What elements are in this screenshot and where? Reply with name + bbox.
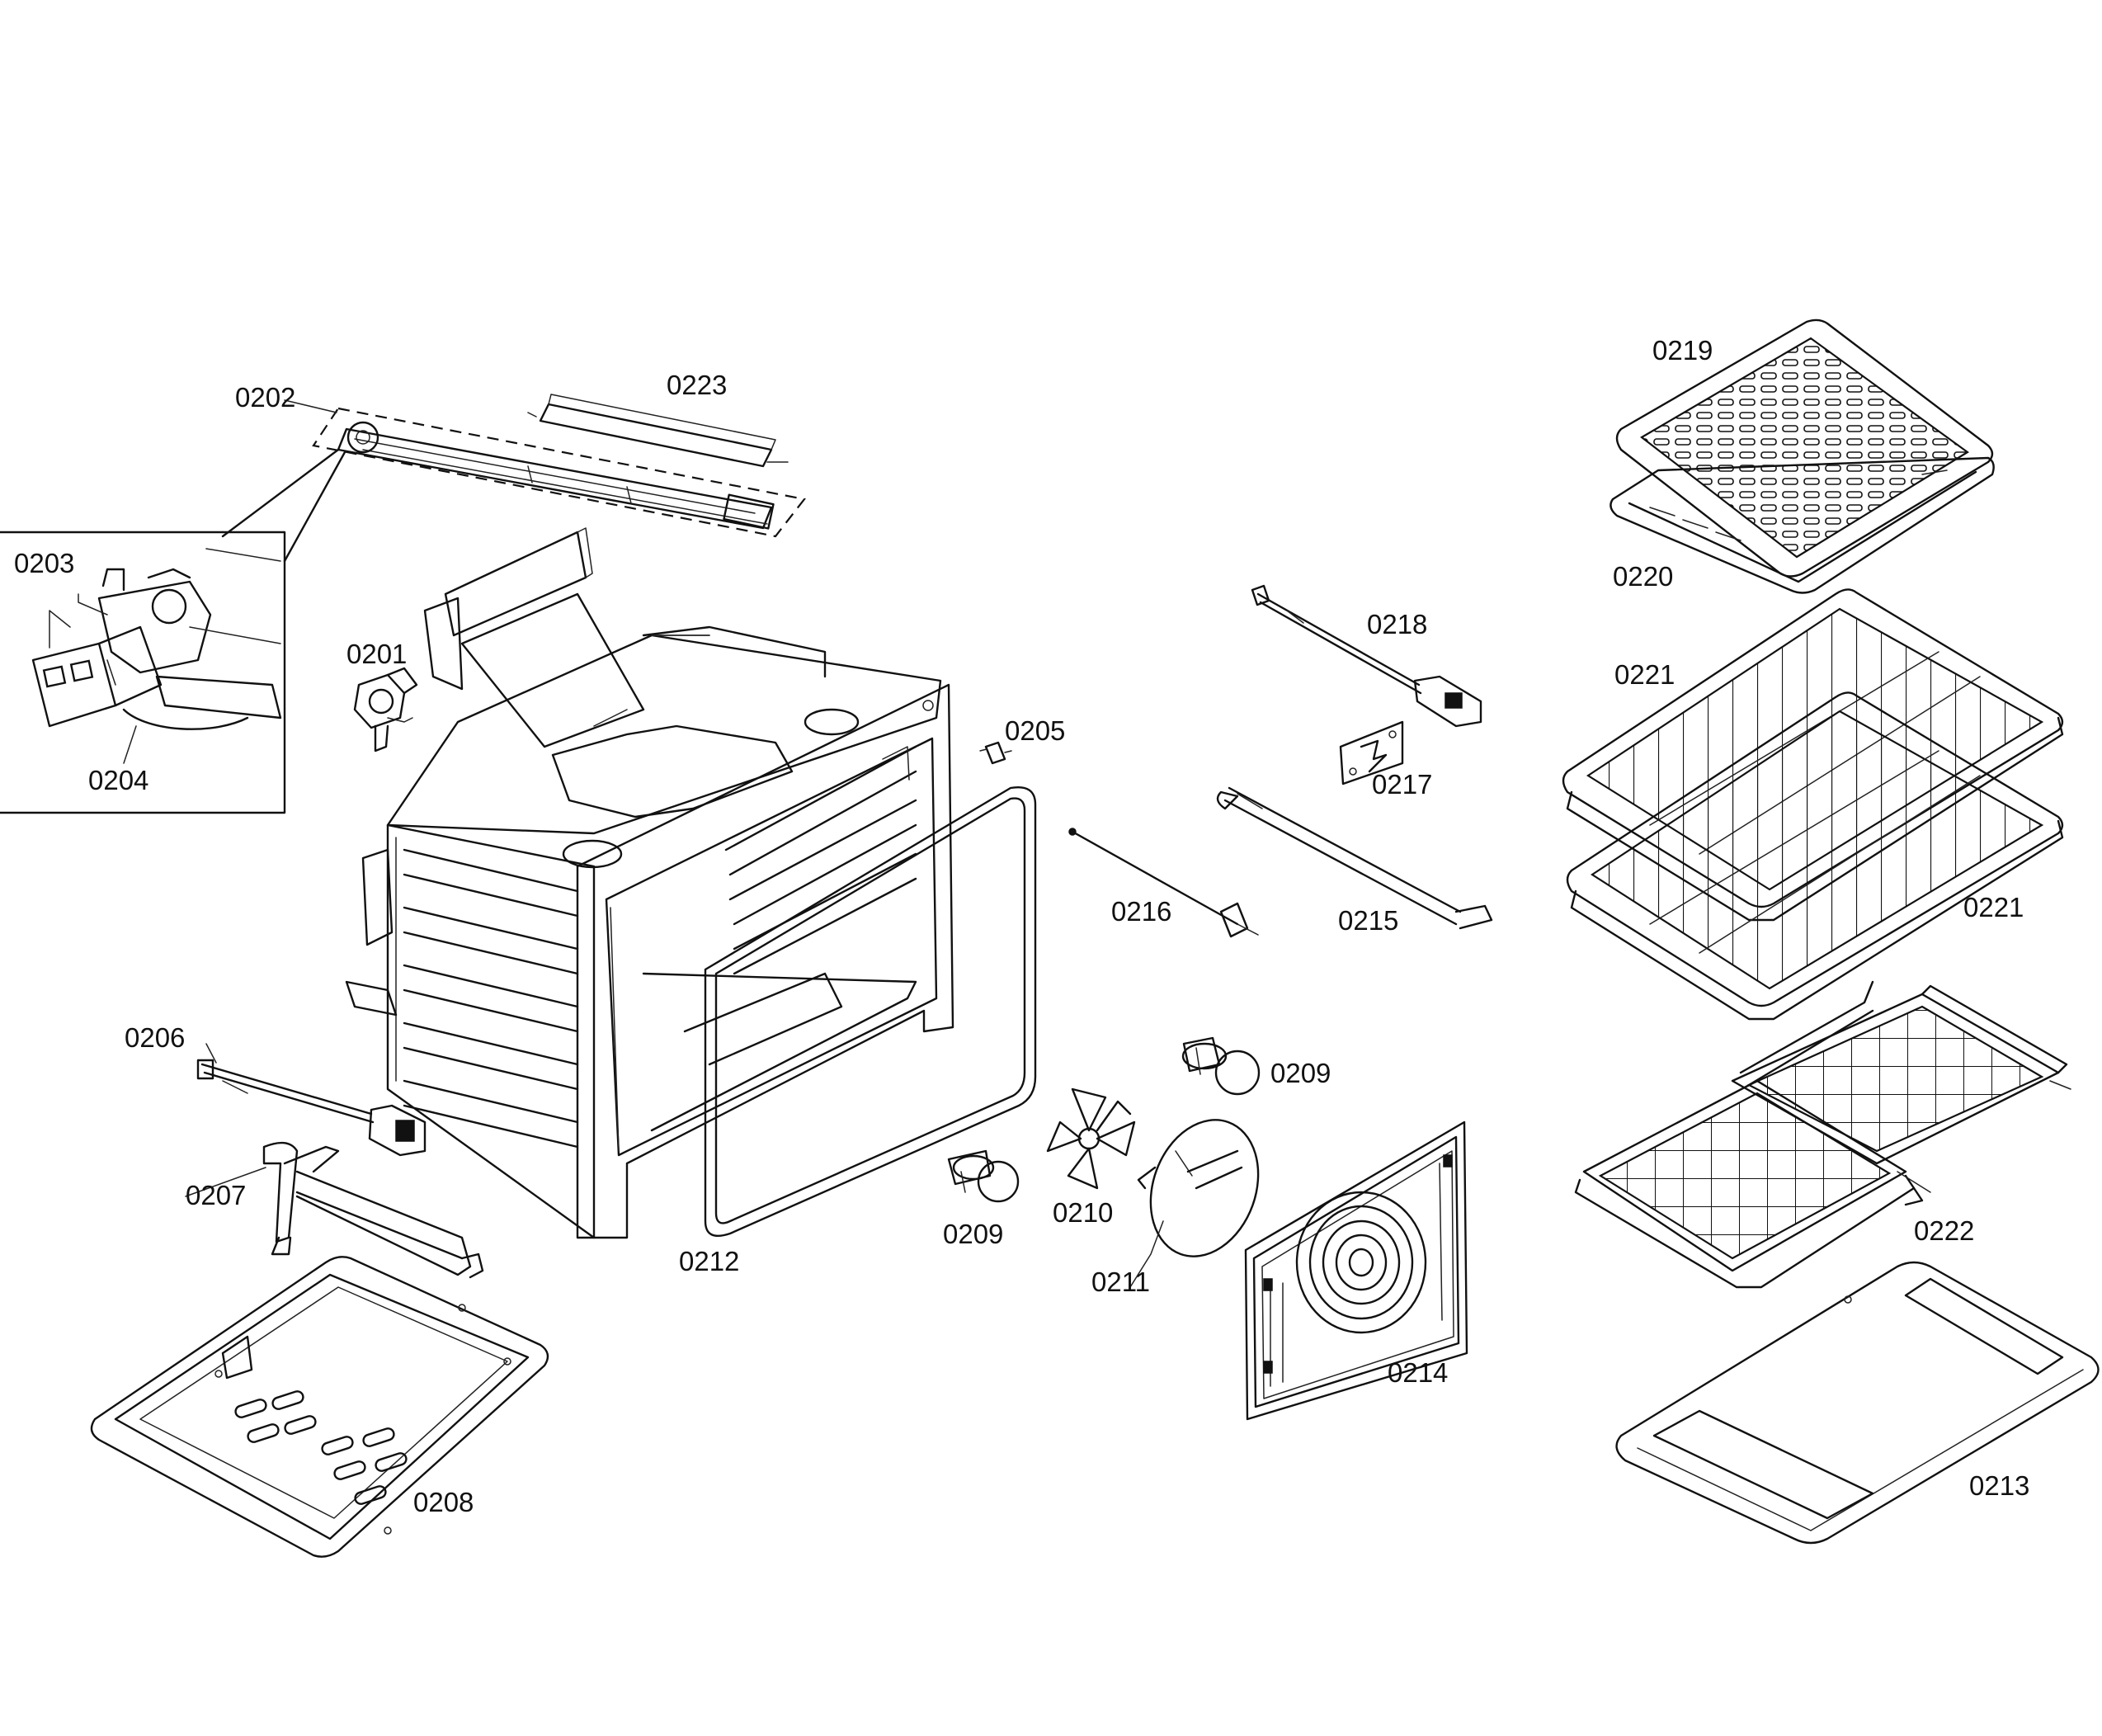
part-0207-sensor-bracket bbox=[262, 1141, 484, 1279]
label-0202: 0202 bbox=[235, 382, 295, 413]
fan-motor-detail-inset bbox=[0, 448, 346, 814]
label-0203: 0203 bbox=[14, 548, 74, 578]
part-0210-fan-blade bbox=[1046, 1087, 1136, 1190]
part-labels: 0202 0223 0203 0204 0201 0205 0206 0207 … bbox=[14, 335, 2029, 1517]
label-0206: 0206 bbox=[125, 1022, 185, 1053]
label-0221-lower: 0221 bbox=[1963, 892, 2024, 922]
label-0207: 0207 bbox=[186, 1180, 246, 1210]
label-0215: 0215 bbox=[1338, 905, 1398, 936]
fan-cover-rings bbox=[1295, 1191, 1427, 1334]
label-0201: 0201 bbox=[346, 639, 407, 669]
part-0220-broil-tray bbox=[1609, 456, 1995, 594]
part-0209-lamp-lower bbox=[947, 1149, 1020, 1203]
part-0215-element bbox=[1216, 786, 1493, 930]
label-0204: 0204 bbox=[88, 765, 148, 795]
part-0211-heating-element bbox=[1137, 1119, 1260, 1257]
label-0208: 0208 bbox=[413, 1487, 474, 1517]
label-0211: 0211 bbox=[1091, 1267, 1150, 1297]
part-0201-fan-motor bbox=[353, 667, 418, 752]
label-0209-lower: 0209 bbox=[943, 1219, 1003, 1249]
broil-pan-slots bbox=[234, 1390, 408, 1505]
label-0223: 0223 bbox=[667, 370, 727, 400]
label-0205: 0205 bbox=[1005, 715, 1065, 746]
part-0222-telescopic-rack bbox=[1574, 980, 2071, 1289]
part-0205-socket bbox=[979, 741, 1012, 765]
left-wall-rack-rails bbox=[403, 848, 579, 1149]
right-wall-rack-rails bbox=[724, 745, 917, 975]
label-0217: 0217 bbox=[1372, 769, 1432, 800]
label-0216: 0216 bbox=[1111, 896, 1171, 927]
label-0209-upper: 0209 bbox=[1270, 1058, 1331, 1088]
label-0214: 0214 bbox=[1388, 1357, 1448, 1388]
part-0221-oven-rack-lower bbox=[1566, 691, 2064, 1021]
part-0206-wire-harness bbox=[196, 1059, 427, 1157]
label-0213: 0213 bbox=[1969, 1470, 2029, 1501]
oven-cavity bbox=[345, 527, 954, 1239]
label-0210: 0210 bbox=[1053, 1197, 1113, 1228]
label-0222: 0222 bbox=[1914, 1215, 1974, 1246]
label-0218: 0218 bbox=[1367, 609, 1427, 639]
part-0218-wire-harness bbox=[1251, 584, 1482, 728]
label-0220: 0220 bbox=[1613, 561, 1673, 592]
part-0213-bottom-cover bbox=[1615, 1261, 2100, 1545]
label-0221-upper: 0221 bbox=[1614, 659, 1675, 690]
part-0216-temperature-probe bbox=[1068, 828, 1259, 938]
part-0212-door-gasket bbox=[704, 786, 1037, 1238]
label-0212: 0212 bbox=[679, 1246, 739, 1276]
top-cooling-assembly bbox=[312, 394, 806, 538]
part-0214-fan-cover bbox=[1244, 1120, 1468, 1421]
part-0219-grill-rack bbox=[1615, 318, 1994, 578]
part-0209-lamp-upper bbox=[1181, 1036, 1261, 1096]
part-0208-broil-pan bbox=[90, 1256, 549, 1558]
leader-lines bbox=[78, 399, 1164, 1288]
part-0217-bracket bbox=[1339, 720, 1404, 785]
label-0219: 0219 bbox=[1652, 335, 1713, 366]
